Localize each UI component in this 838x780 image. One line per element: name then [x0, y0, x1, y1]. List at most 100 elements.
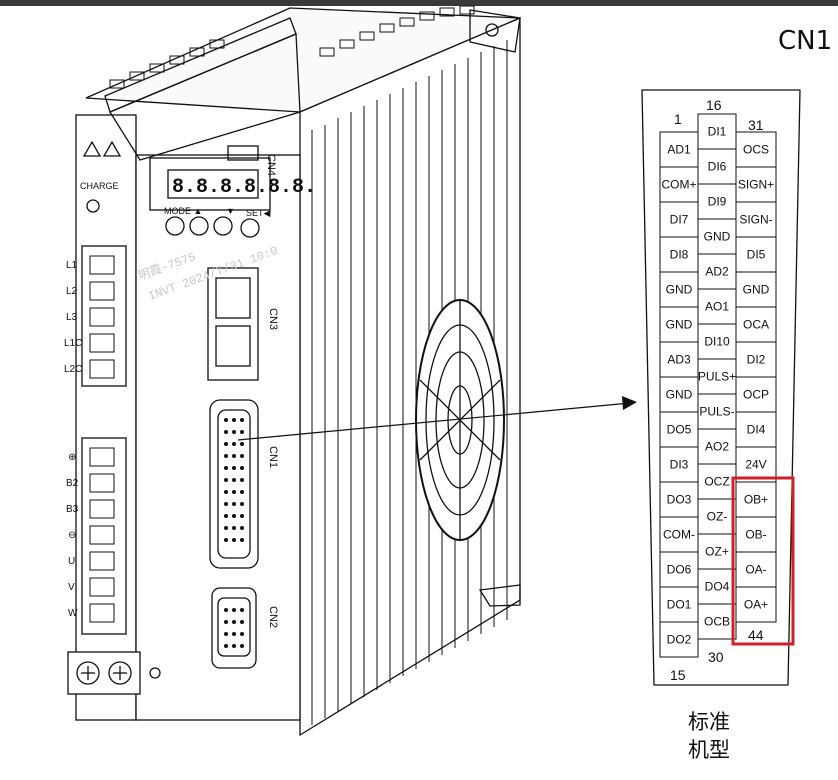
top-dark-strip	[0, 0, 838, 6]
pin-label-gnd: GND	[666, 283, 693, 297]
pin-label-gnd: GND	[743, 283, 770, 297]
terminal-v: V	[68, 582, 75, 593]
pin-label-di4: DI4	[747, 423, 766, 437]
pin-label-gnd: GND	[666, 388, 693, 402]
pin-cell	[697, 393, 737, 430]
pin-label-24v: 24V	[745, 458, 766, 472]
pin-cell	[659, 306, 699, 343]
pin-label-ao2: AO2	[705, 440, 729, 454]
pin-label-obminus: OB-	[745, 528, 766, 542]
pin-cell	[697, 463, 737, 500]
pin-label-do2: DO2	[667, 633, 692, 647]
caption-line-1: 标准	[688, 710, 730, 734]
terminal-u: U	[68, 556, 75, 567]
caption-line-2: 机型	[688, 738, 730, 762]
pin-cell	[735, 166, 777, 203]
pin-cell	[697, 113, 737, 150]
pin-label-comminus: COM-	[663, 528, 695, 542]
pin-number-16: 16	[706, 97, 722, 113]
pin-cell	[697, 288, 737, 325]
pin-number-30: 30	[708, 649, 724, 665]
pin-cell	[697, 358, 737, 395]
pin-label-di8: DI8	[670, 248, 689, 262]
pin-label-do4: DO4	[705, 580, 730, 594]
pin-label-di7: DI7	[670, 213, 689, 227]
pin-label-do5: DO5	[667, 423, 692, 437]
pin-cell	[735, 516, 777, 553]
pin-cell	[697, 533, 737, 570]
pin-cell	[697, 568, 737, 605]
terminal-minus: ⊖	[68, 530, 76, 541]
connector-outline	[641, 89, 801, 686]
terminal-l1: L1	[66, 260, 78, 271]
pin-label-signplus: SIGN+	[738, 178, 774, 192]
pin-cell	[735, 236, 777, 273]
connector-title: CN1	[778, 26, 833, 56]
pin-number-1: 1	[674, 111, 682, 127]
pin-number-15: 15	[670, 667, 686, 683]
terminal-l1c: L1C	[64, 338, 82, 349]
terminal-w: W	[68, 608, 78, 619]
pin-label-di9: DI9	[708, 195, 727, 209]
pin-label-pulsplus: PULS+	[698, 370, 736, 384]
pin-label-ocs: OCS	[743, 143, 769, 157]
pin-label-ozminus: OZ-	[707, 510, 728, 524]
model-caption: 标准 机型	[688, 708, 730, 764]
pin-label-oca: OCA	[743, 318, 769, 332]
pin-cell	[735, 131, 777, 168]
svg-text:8.8.8.8.8.8.: 8.8.8.8.8.8.	[172, 176, 316, 199]
pin-label-pulsminus: PULS-	[699, 405, 734, 419]
pin-cell	[735, 306, 777, 343]
pin-cell	[659, 621, 699, 658]
pin-cell	[697, 428, 737, 465]
cn1-pinout-diagram: 1 16 31 15 30 44 AD1COM+DI7DI8GNDGNDAD3G…	[641, 89, 801, 686]
pin-label-ocb: OCB	[704, 615, 730, 629]
pin-cell	[659, 166, 699, 203]
pin-label-di6: DI6	[708, 160, 727, 174]
mode-button-label: MODE ▲	[164, 206, 202, 216]
pin-label-obplus: OB+	[744, 493, 768, 507]
pin-cell	[697, 323, 737, 360]
terminal-l2c: L2C	[64, 364, 82, 375]
callout-arrow-line	[237, 402, 631, 441]
pin-cell	[735, 551, 777, 588]
pin-cell	[659, 551, 699, 588]
pin-cell	[735, 271, 777, 308]
pin-label-di2: DI2	[747, 353, 766, 367]
pin-label-gnd: GND	[704, 230, 731, 244]
terminal-l3: L3	[66, 312, 78, 323]
pin-label-ad3: AD3	[667, 353, 691, 367]
pin-label-ao1: AO1	[705, 300, 729, 314]
down-button-label: ▼	[226, 206, 235, 216]
cn1-port-label: CN1	[267, 446, 279, 468]
pin-cell	[659, 376, 699, 413]
set-button-label: SET◀	[246, 208, 271, 218]
pin-cell	[659, 131, 699, 168]
pin-label-di1: DI1	[708, 125, 727, 139]
terminal-l2: L2	[66, 286, 78, 297]
pin-label-ocp: OCP	[743, 388, 769, 402]
pin-label-oaplus: OA+	[744, 598, 768, 612]
pin-label-di5: DI5	[747, 248, 766, 262]
pin-cell	[659, 481, 699, 518]
pin-label-ocz: OCZ	[704, 475, 729, 489]
pin-cell	[697, 148, 737, 185]
pin-label-gnd: GND	[666, 318, 693, 332]
terminal-b2: B2	[66, 478, 79, 489]
pin-label-do3: DO3	[667, 493, 692, 507]
pin-cell	[735, 376, 777, 413]
cn2-label: CN2	[267, 606, 279, 628]
servo-drive-drawing: 8.8.8.8.8.8. CHARGE MODE ▲ ▼ SET◀ CN4 CN…	[64, 5, 631, 737]
pin-label-do6: DO6	[667, 563, 692, 577]
highlighted-pins-box	[731, 476, 795, 646]
pin-label-ad1: AD1	[667, 143, 691, 157]
pin-label-di3: DI3	[670, 458, 689, 472]
terminal-plus: ⊕	[68, 452, 76, 463]
pin-cell	[697, 253, 737, 290]
pin-label-ozplus: OZ+	[705, 545, 729, 559]
pin-cell	[659, 201, 699, 238]
pin-label-oaminus: OA-	[745, 563, 766, 577]
pin-cell	[735, 586, 777, 623]
cn3-label: CN3	[267, 308, 279, 330]
pin-label-di10: DI10	[704, 335, 730, 349]
